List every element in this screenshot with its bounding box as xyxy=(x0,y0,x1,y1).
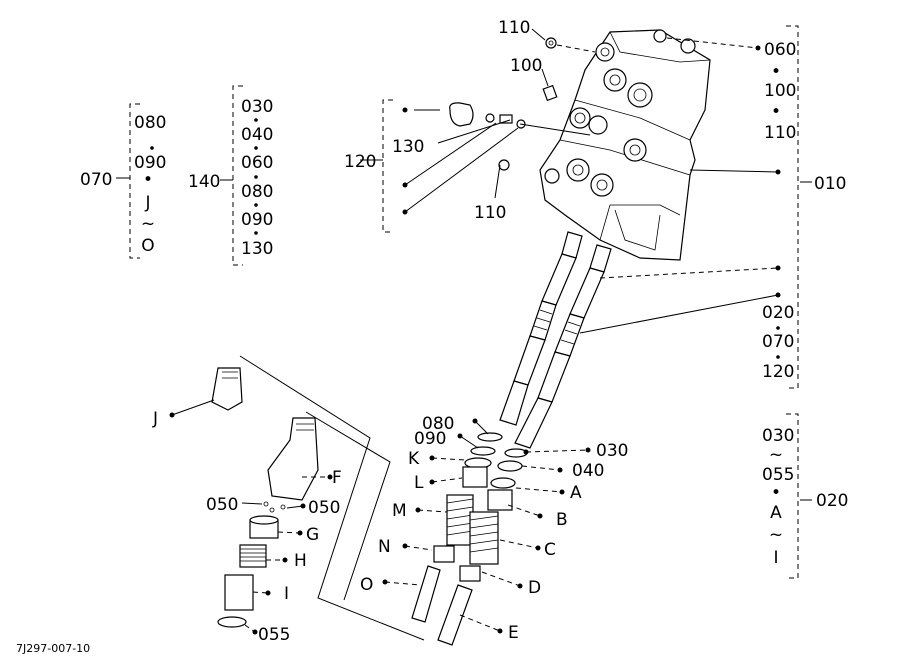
callout-055: 055 xyxy=(258,625,290,645)
callout-I: I xyxy=(284,584,289,604)
range-A: A xyxy=(770,503,782,523)
figure-code: 7J297-007-10 xyxy=(16,642,90,655)
callout-070-right: 070 xyxy=(762,332,794,352)
assembly-boundary-line xyxy=(239,355,425,641)
callout-100: 100 xyxy=(510,56,542,76)
group070-O: O xyxy=(141,236,154,256)
callout-120: 120 xyxy=(344,152,376,172)
group140-030: 030 xyxy=(241,97,273,117)
range-tilde: ~ xyxy=(769,445,783,465)
relief-valve-assembly xyxy=(211,367,319,628)
group140-080: 080 xyxy=(241,182,273,202)
callout-E: E xyxy=(508,623,519,643)
callout-A: A xyxy=(570,483,582,503)
range-I: I xyxy=(773,548,778,568)
lower-components xyxy=(411,432,528,646)
group140-060: 060 xyxy=(241,153,273,173)
callout-110-mid: 110 xyxy=(474,203,506,223)
spool-left xyxy=(499,231,583,426)
callout-N: N xyxy=(378,537,391,557)
callout-F: F xyxy=(332,468,342,488)
sep-dot: • xyxy=(771,102,781,122)
brackets xyxy=(129,25,799,579)
leader-lines xyxy=(116,28,812,633)
range-tilde: ~ xyxy=(769,525,783,545)
callout-110-top: 110 xyxy=(498,18,530,38)
sep-dot: • xyxy=(771,483,781,503)
group070-J: J xyxy=(144,193,150,213)
range-055: 055 xyxy=(762,465,794,485)
callout-050-left: 050 xyxy=(206,495,238,515)
sep-dot: • xyxy=(771,62,781,82)
callout-080: 080 xyxy=(422,414,454,434)
leader-dots xyxy=(169,45,781,635)
assembly-boundary-line-inner xyxy=(305,411,391,601)
valve-body xyxy=(539,29,711,261)
callout-090: 090 xyxy=(414,429,446,449)
callout-030: 030 xyxy=(596,441,628,461)
callout-G: G xyxy=(306,525,319,545)
callout-060: 060 xyxy=(764,40,796,60)
callout-140: 140 xyxy=(188,172,220,192)
callout-010: 010 xyxy=(814,174,846,194)
callout-020: 020 xyxy=(762,303,794,323)
group-dots xyxy=(150,118,780,359)
callout-050-right: 050 xyxy=(308,498,340,518)
callout-110-right: 110 xyxy=(764,123,796,143)
callout-B: B xyxy=(556,510,568,530)
group140-090: 090 xyxy=(241,210,273,230)
spool-right xyxy=(514,244,612,449)
range-030: 030 xyxy=(762,426,794,446)
callout-D: D xyxy=(528,578,541,598)
callout-J: J xyxy=(152,409,158,429)
callout-130: 130 xyxy=(392,137,424,157)
group140-130: 130 xyxy=(241,239,273,259)
sep-dot: • xyxy=(143,170,153,190)
callout-O: O xyxy=(360,575,373,595)
group070-tilde: ~ xyxy=(141,214,155,234)
callout-100-right: 100 xyxy=(764,81,796,101)
plug-fittings xyxy=(449,37,558,171)
group070-080: 080 xyxy=(134,113,166,133)
callout-K: K xyxy=(408,449,420,469)
callout-C: C xyxy=(544,540,556,560)
group070-090: 090 xyxy=(134,153,166,173)
group140-040: 040 xyxy=(241,125,273,145)
callout-M: M xyxy=(392,501,407,521)
callout-labels: 110 100 130 120 110 060 • 100 • 110 010 … xyxy=(16,18,848,655)
callout-070: 070 xyxy=(80,170,112,190)
callout-L: L xyxy=(414,473,424,493)
callout-H: H xyxy=(294,551,307,571)
callout-040: 040 xyxy=(572,461,604,481)
callout-120-right: 120 xyxy=(762,362,794,382)
callout-020-lower: 020 xyxy=(816,491,848,511)
